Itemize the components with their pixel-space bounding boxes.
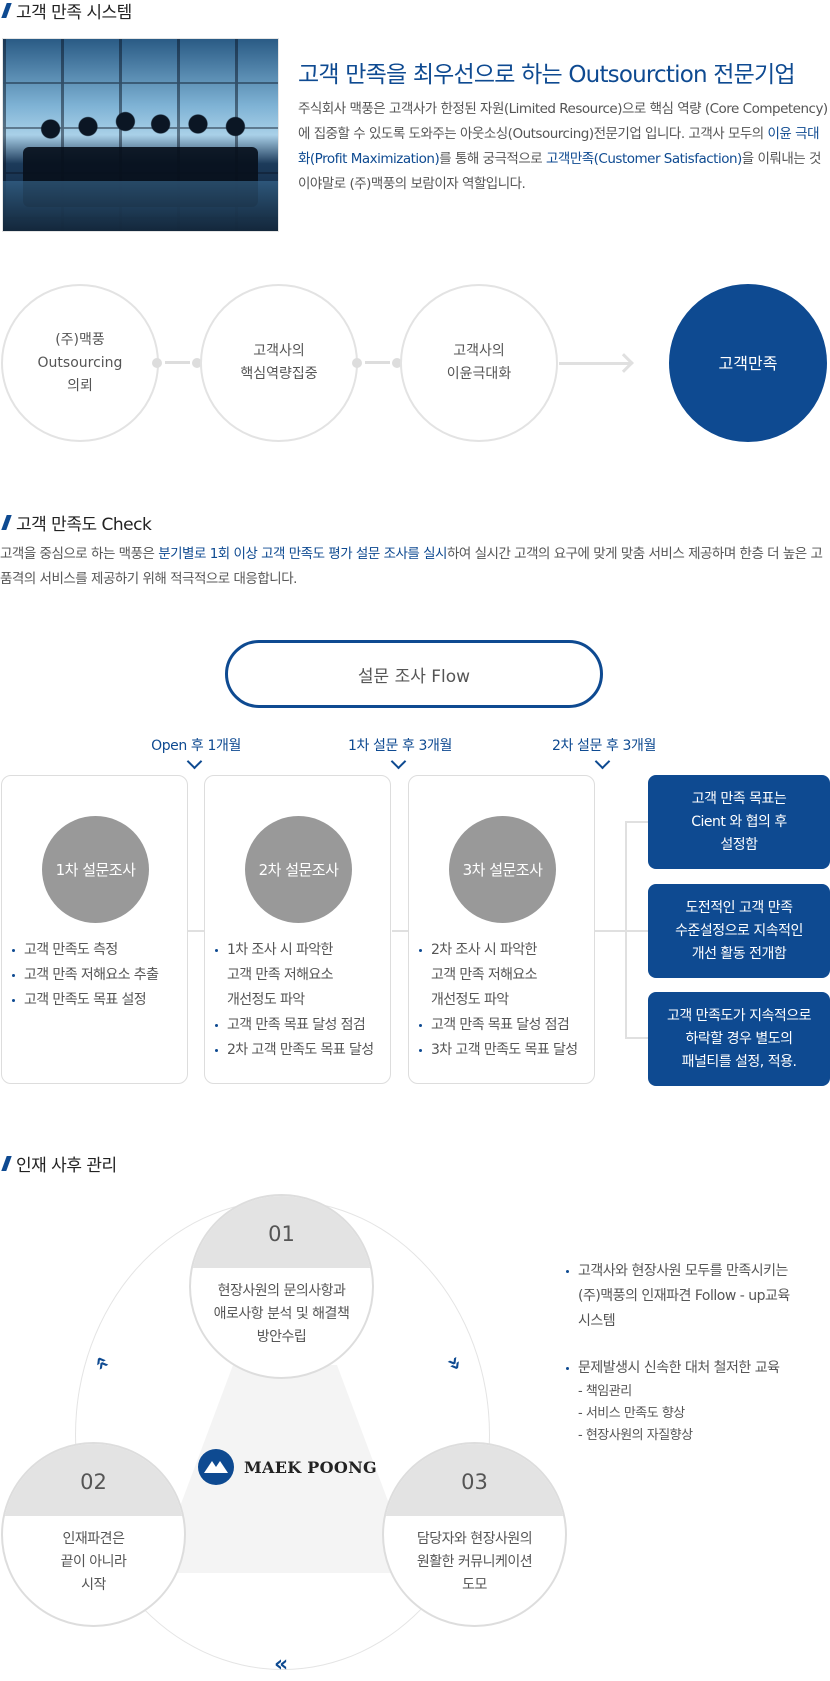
survey-item: 1차 조사 시 파악한 고객 만족 저해요소 개선정도 파악 xyxy=(215,938,374,1013)
aftercare-subpoint: - 서비스 만족도 향상 xyxy=(578,1406,685,1421)
section-title-text: 고객 만족 시스템 xyxy=(16,3,132,23)
card-connector xyxy=(392,930,408,932)
cycle-step-text: 현장사원의 문의사항과 애로사항 분석 및 해결책 방안수립 xyxy=(213,1283,350,1345)
survey-item: 2차 조사 시 파악한 고객 만족 저해요소 개선정도 파악 xyxy=(419,938,578,1013)
aftercare-point: 문제발생시 신속한 대처 철저한 교육 xyxy=(566,1356,830,1381)
outcome-connector xyxy=(625,930,649,932)
outcome-box-2: 도전적인 고객 만족 수준설정으로 지속적인 개선 활동 전개함 xyxy=(648,884,830,978)
survey-card-2: 2차 설문조사 1차 조사 시 파악한 고객 만족 저해요소 개선정도 파악 고… xyxy=(204,775,391,1084)
outcome-text: 고객 만족 목표는 Cient 와 협의 후 설정함 xyxy=(691,790,787,853)
section-title-satisfaction-system: 고객 만족 시스템 xyxy=(0,0,132,23)
logo-text: MAEK POONG xyxy=(244,1457,377,1477)
survey-card-3: 3차 설문조사 2차 조사 시 파악한 고객 만족 저해요소 개선정도 파악 고… xyxy=(408,775,595,1084)
check-description: 고객을 중심으로 하는 맥풍은 분기별로 1회 이상 고객 만족도 평가 설문 … xyxy=(0,542,830,592)
cycle-step-02: 02 인재파견은 끝이 아니라 시작 xyxy=(1,1442,186,1627)
survey-badge: 3차 설문조사 xyxy=(449,816,556,923)
survey-flow-label: 설문 조사 Flow xyxy=(225,640,603,708)
desc-text: 고객을 중심으로 하는 맥풍은 xyxy=(0,546,159,562)
connector-line xyxy=(165,361,190,364)
survey-card-1: 1차 설문조사 고객 만족도 측정 고객 만족 저해요소 추출 고객 만족도 목… xyxy=(1,775,188,1084)
title-slash-icon xyxy=(1,515,12,530)
outcome-box-3: 고객 만족도가 지속적으로 하락할 경우 별도의 패널티를 설정, 적용. xyxy=(648,992,830,1086)
process-step-label: 고객사의 핵심역량집중 xyxy=(240,343,318,382)
connector-dot xyxy=(392,358,402,368)
title-slash-icon xyxy=(1,1156,12,1171)
connector-line xyxy=(365,361,390,364)
process-step-1: (주)맥풍 Outsourcing 의뢰 xyxy=(1,284,159,442)
survey-items: 2차 조사 시 파악한 고객 만족 저해요소 개선정도 파악 고객 만족 목표 … xyxy=(419,938,578,1063)
cycle-step-03: 03 담당자와 현장사원의 원활한 커뮤니케이션 도모 xyxy=(382,1442,567,1627)
outcome-text: 도전적인 고객 만족 수준설정으로 지속적인 개선 활동 전개함 xyxy=(675,899,803,962)
cycle-step-text: 담당자와 현장사원의 원활한 커뮤니케이션 도모 xyxy=(416,1531,533,1593)
outcome-box-1: 고객 만족 목표는 Cient 와 협의 후 설정함 xyxy=(648,775,830,869)
cycle-step-number: 01 xyxy=(191,1196,372,1268)
maekpoong-logo: MAEK POONG xyxy=(198,1449,377,1485)
survey-items: 1차 조사 시 파악한 고객 만족 저해요소 개선정도 파악 고객 만족 목표 … xyxy=(215,938,374,1063)
aftercare-points: 고객사와 현장사원 모두를 만족시키는 (주)맥풍의 인재파견 Follow -… xyxy=(566,1259,830,1447)
logo-mountain-icon xyxy=(198,1449,234,1485)
outcome-connector xyxy=(625,1037,649,1039)
outcome-connector xyxy=(595,930,625,932)
survey-item: 고객 만족 저해요소 추출 xyxy=(12,963,159,988)
survey-items: 고객 만족도 측정 고객 만족 저해요소 추출 고객 만족도 목표 설정 xyxy=(12,938,159,1013)
double-chevron-icon: « xyxy=(274,1652,289,1677)
aftercare-subpoint: - 현장사원의 자질향상 xyxy=(578,1428,693,1443)
process-step-label: 고객만족 xyxy=(718,353,778,373)
desc-highlight: 분기별로 1회 이상 고객 만족도 평가 설문 조사를 실시 xyxy=(158,546,447,562)
survey-item: 고객 만족 목표 달성 점검 xyxy=(215,1013,374,1038)
survey-item: 고객 만족도 목표 설정 xyxy=(12,988,158,1013)
desc-text: 하여 실시간 고객의 요구에 맞게 맞춤 서비스 제공하며 한층 더 높은 고품… xyxy=(0,546,823,587)
survey-item: 3차 고객 만족도 목표 달성 xyxy=(419,1038,578,1063)
connector-dot xyxy=(152,358,162,368)
arrow-right-icon xyxy=(614,353,634,373)
cycle-step-01: 01 현장사원의 문의사항과 애로사항 분석 및 해결책 방안수립 xyxy=(189,1194,374,1379)
hero-headline: 고객 만족을 최우선으로 하는 Outsourction 전문기업 xyxy=(298,62,796,88)
survey-item: 고객 만족도 측정 xyxy=(12,938,158,963)
hero-description: 주식회사 맥풍은 고객사가 한정된 자원(Limited Resource)으로… xyxy=(298,97,828,197)
arrow-line xyxy=(559,362,632,365)
desc-text: 주식회사 맥풍은 고객사가 한정된 자원(Limited Resource)으로… xyxy=(298,101,828,142)
timing-label-3: 2차 설문 후 3개월 xyxy=(551,738,657,754)
chevron-down-icon xyxy=(186,753,203,770)
section-title-text: 인재 사후 관리 xyxy=(16,1156,117,1176)
process-step-label: (주)맥풍 Outsourcing 의뢰 xyxy=(37,331,123,394)
title-slash-icon xyxy=(1,3,12,18)
desc-text: 을 이뤄내는 것이야말로 (주)맥풍의 보람이자 역할입니다. xyxy=(298,151,821,192)
meeting-photo xyxy=(2,38,279,232)
desc-highlight-profit: 이윤 극대화(Profit Maximization) xyxy=(298,126,820,167)
aftercare-subpoint: - 책임관리 xyxy=(578,1384,632,1399)
timing-label-1: Open 후 1개월 xyxy=(151,738,241,754)
connector-dot xyxy=(192,358,202,368)
survey-item: 고객 만족 목표 달성 점검 xyxy=(419,1013,578,1038)
card-connector xyxy=(188,930,204,932)
survey-item: 2차 고객 만족도 목표 달성 xyxy=(215,1038,374,1063)
section-title-text: 고객 만족도 Check xyxy=(16,515,152,535)
section-title-staff-aftercare: 인재 사후 관리 xyxy=(0,1151,117,1176)
process-step-label: 고객사의 이윤극대화 xyxy=(446,343,512,382)
chevron-down-icon xyxy=(594,753,611,770)
chevron-down-icon xyxy=(390,753,407,770)
process-step-3: 고객사의 이윤극대화 xyxy=(400,284,558,442)
section-title-satisfaction-check: 고객 만족도 Check xyxy=(0,510,152,535)
desc-highlight-satisfaction: 고객만족(Customer Satisfaction) xyxy=(545,151,742,167)
cycle-step-text: 인재파견은 끝이 아니라 시작 xyxy=(60,1531,127,1593)
timing-label-2: 1차 설문 후 3개월 xyxy=(347,738,453,754)
outcome-text: 고객 만족도가 지속적으로 하락할 경우 별도의 패널티를 설정, 적용. xyxy=(666,1007,812,1070)
survey-badge: 2차 설문조사 xyxy=(245,816,352,923)
process-step-2: 고객사의 핵심역량집중 xyxy=(200,284,358,442)
aftercare-point: 고객사와 현장사원 모두를 만족시키는 (주)맥풍의 인재파견 Follow -… xyxy=(566,1259,830,1334)
process-step-final: 고객만족 xyxy=(669,284,827,442)
connector-dot xyxy=(352,358,362,368)
outcome-connector xyxy=(625,821,649,823)
desc-text: 를 통해 궁극적으로 xyxy=(439,151,546,167)
survey-badge: 1차 설문조사 xyxy=(42,816,149,923)
